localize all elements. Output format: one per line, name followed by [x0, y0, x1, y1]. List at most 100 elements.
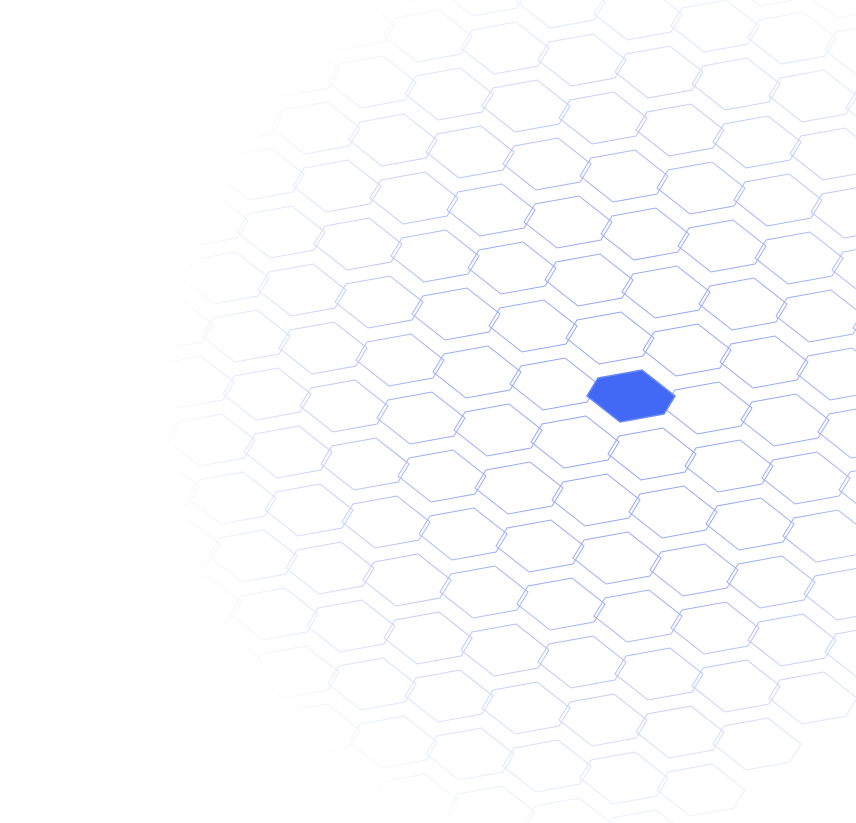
hex-cell [670, 601, 760, 655]
hex-cell [404, 67, 494, 121]
hex-cell [719, 335, 809, 389]
hex-cell [740, 393, 830, 447]
hex-cell [446, 785, 536, 823]
hex-cell [229, 587, 319, 641]
hex-cell [509, 357, 599, 411]
hex-cell [635, 103, 725, 157]
hex-cell [670, 0, 760, 53]
hex-cell [138, 135, 228, 189]
hex-cell [131, 517, 221, 571]
hex-cell [712, 717, 802, 771]
hex-cell [754, 231, 844, 285]
hex-cell [838, 470, 856, 505]
hex-cell [628, 485, 718, 539]
hex-cell [684, 439, 774, 493]
hex-cell [782, 509, 856, 563]
selected-hex-cell [586, 369, 676, 423]
hex-cell [390, 0, 421, 5]
hex-cell [775, 289, 856, 343]
hex-cell [19, 609, 109, 663]
hex-cell [565, 311, 655, 365]
hex-cell [593, 589, 683, 643]
hex-cell [530, 415, 620, 469]
hex-cell [733, 173, 823, 227]
hex-cell [537, 33, 627, 87]
hex-cell [451, 0, 523, 17]
hex-cell [348, 715, 438, 769]
hex-cell [607, 427, 697, 481]
hex-cell [54, 505, 144, 559]
hex-cell [761, 451, 851, 505]
hex-cell [390, 229, 480, 283]
hex-cell [61, 725, 151, 779]
hex-cell [558, 693, 648, 747]
hex-cell [488, 299, 578, 353]
hex-cell [432, 345, 522, 399]
hex-cell [320, 437, 410, 491]
hex-cell [691, 57, 781, 111]
hex-cell [516, 577, 606, 631]
hex-cell [656, 161, 746, 215]
hex-cell [0, 384, 25, 425]
hex-cell [537, 635, 627, 689]
hex-cell [817, 408, 856, 459]
hex-cell [187, 471, 277, 525]
hex-cell [453, 403, 543, 457]
hex-cell [460, 21, 550, 75]
hex-cell [467, 241, 557, 295]
hex-cell [803, 568, 856, 621]
hex-cell [159, 193, 249, 247]
hex-cell [572, 531, 662, 585]
hex-cell [250, 645, 340, 699]
hex-cell [0, 551, 88, 605]
hex-cell [824, 629, 856, 678]
hex-cell [824, 27, 856, 76]
hex-cell [82, 181, 172, 235]
hex-cell [75, 563, 165, 617]
hex-cell [12, 389, 102, 443]
hex-cell [138, 737, 228, 791]
hex-cell [642, 323, 732, 377]
hex-cell [215, 147, 305, 201]
hex-cell [0, 493, 67, 547]
hex-cell [117, 679, 207, 733]
hex-cell [194, 89, 284, 143]
hex-cell [194, 691, 284, 745]
hex-cell [579, 149, 669, 203]
hex-cell [26, 227, 116, 281]
hex-cell [33, 447, 123, 501]
hex-cell [292, 761, 382, 815]
hex-cell [271, 703, 361, 757]
hex-cell [103, 239, 193, 293]
hex-cell [348, 113, 438, 167]
hex-cell [110, 459, 200, 513]
hex-cell [68, 343, 158, 397]
hex-cell [222, 367, 312, 421]
hex-cell [306, 0, 396, 51]
hex-cell [0, 655, 53, 708]
hex-cell [215, 749, 305, 803]
hex-cell [502, 137, 592, 191]
hex-cell [698, 277, 788, 331]
hex-cell [327, 657, 417, 711]
hex-cell [250, 43, 340, 97]
hex-cell [831, 249, 856, 290]
selected-hex-layer [586, 369, 676, 423]
hex-cell [299, 379, 389, 433]
hex-cell [418, 507, 508, 561]
hex-cell [635, 705, 725, 759]
hex-cell [285, 541, 375, 595]
hex-cell [369, 171, 459, 225]
hex-cell [768, 671, 856, 725]
hex-cell [789, 127, 856, 181]
hex-cell [551, 473, 641, 527]
hex-cell [404, 669, 494, 723]
hex-cell [523, 195, 613, 249]
hex-cell [579, 751, 669, 805]
hex-cell [656, 763, 746, 817]
hex-cell [726, 555, 816, 609]
hex-cell [292, 159, 382, 213]
hex-cell [89, 401, 179, 455]
hex-cell [236, 205, 326, 259]
